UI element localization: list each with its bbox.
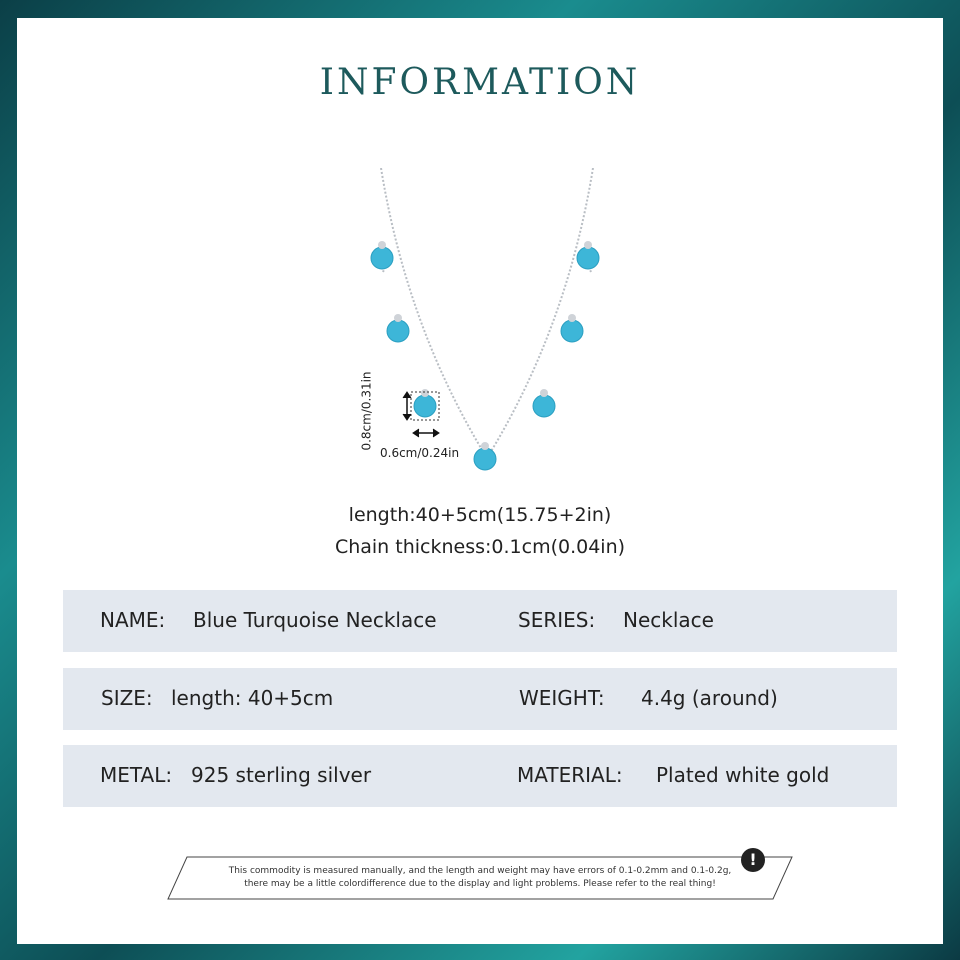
detail-row-size: SIZE: length: 40+5cm WEIGHT: 4.4g (aroun… — [63, 668, 897, 730]
info-panel: INFORMATION 0.8cm/0.31in 0.6cm/0.24in — [17, 18, 943, 944]
turquoise-beads — [370, 246, 600, 471]
name-label: NAME: — [100, 608, 166, 632]
weight-label: WEIGHT: — [519, 686, 605, 710]
necklace-image — [370, 168, 600, 471]
detail-row-metal: METAL: 925 sterling silver MATERIAL: Pla… — [63, 745, 897, 807]
size-value: length: 40+5cm — [171, 686, 334, 710]
notice-line-2: there may be a little colordifference du… — [244, 879, 716, 889]
notice-text: This commodity is measured manually, and… — [167, 865, 793, 891]
series-value: Necklace — [623, 608, 714, 632]
bead-width-dimension: 0.6cm/0.24in — [380, 446, 460, 460]
length-spec: length:40+5cm(15.75+2in) — [348, 504, 612, 526]
thickness-spec: Chain thickness:0.1cm(0.04in) — [334, 536, 626, 558]
series-label: SERIES: — [518, 608, 596, 632]
weight-value: 4.4g (around) — [641, 686, 778, 710]
metal-value: 925 sterling silver — [191, 763, 372, 787]
name-value: Blue Turquoise Necklace — [193, 608, 437, 632]
warning-icon: ! — [741, 848, 765, 872]
material-label: MATERIAL: — [517, 763, 623, 787]
metal-label: METAL: — [100, 763, 173, 787]
notice-line-1: This commodity is measured manually, and… — [228, 866, 732, 876]
detail-row-name: NAME: Blue Turquoise Necklace SERIES: Ne… — [63, 590, 897, 652]
page-title: INFORMATION — [319, 62, 641, 103]
material-value: Plated white gold — [656, 763, 830, 787]
measurement-notice: ! This commodity is measured manually, a… — [167, 848, 793, 900]
size-label: SIZE: — [101, 686, 153, 710]
